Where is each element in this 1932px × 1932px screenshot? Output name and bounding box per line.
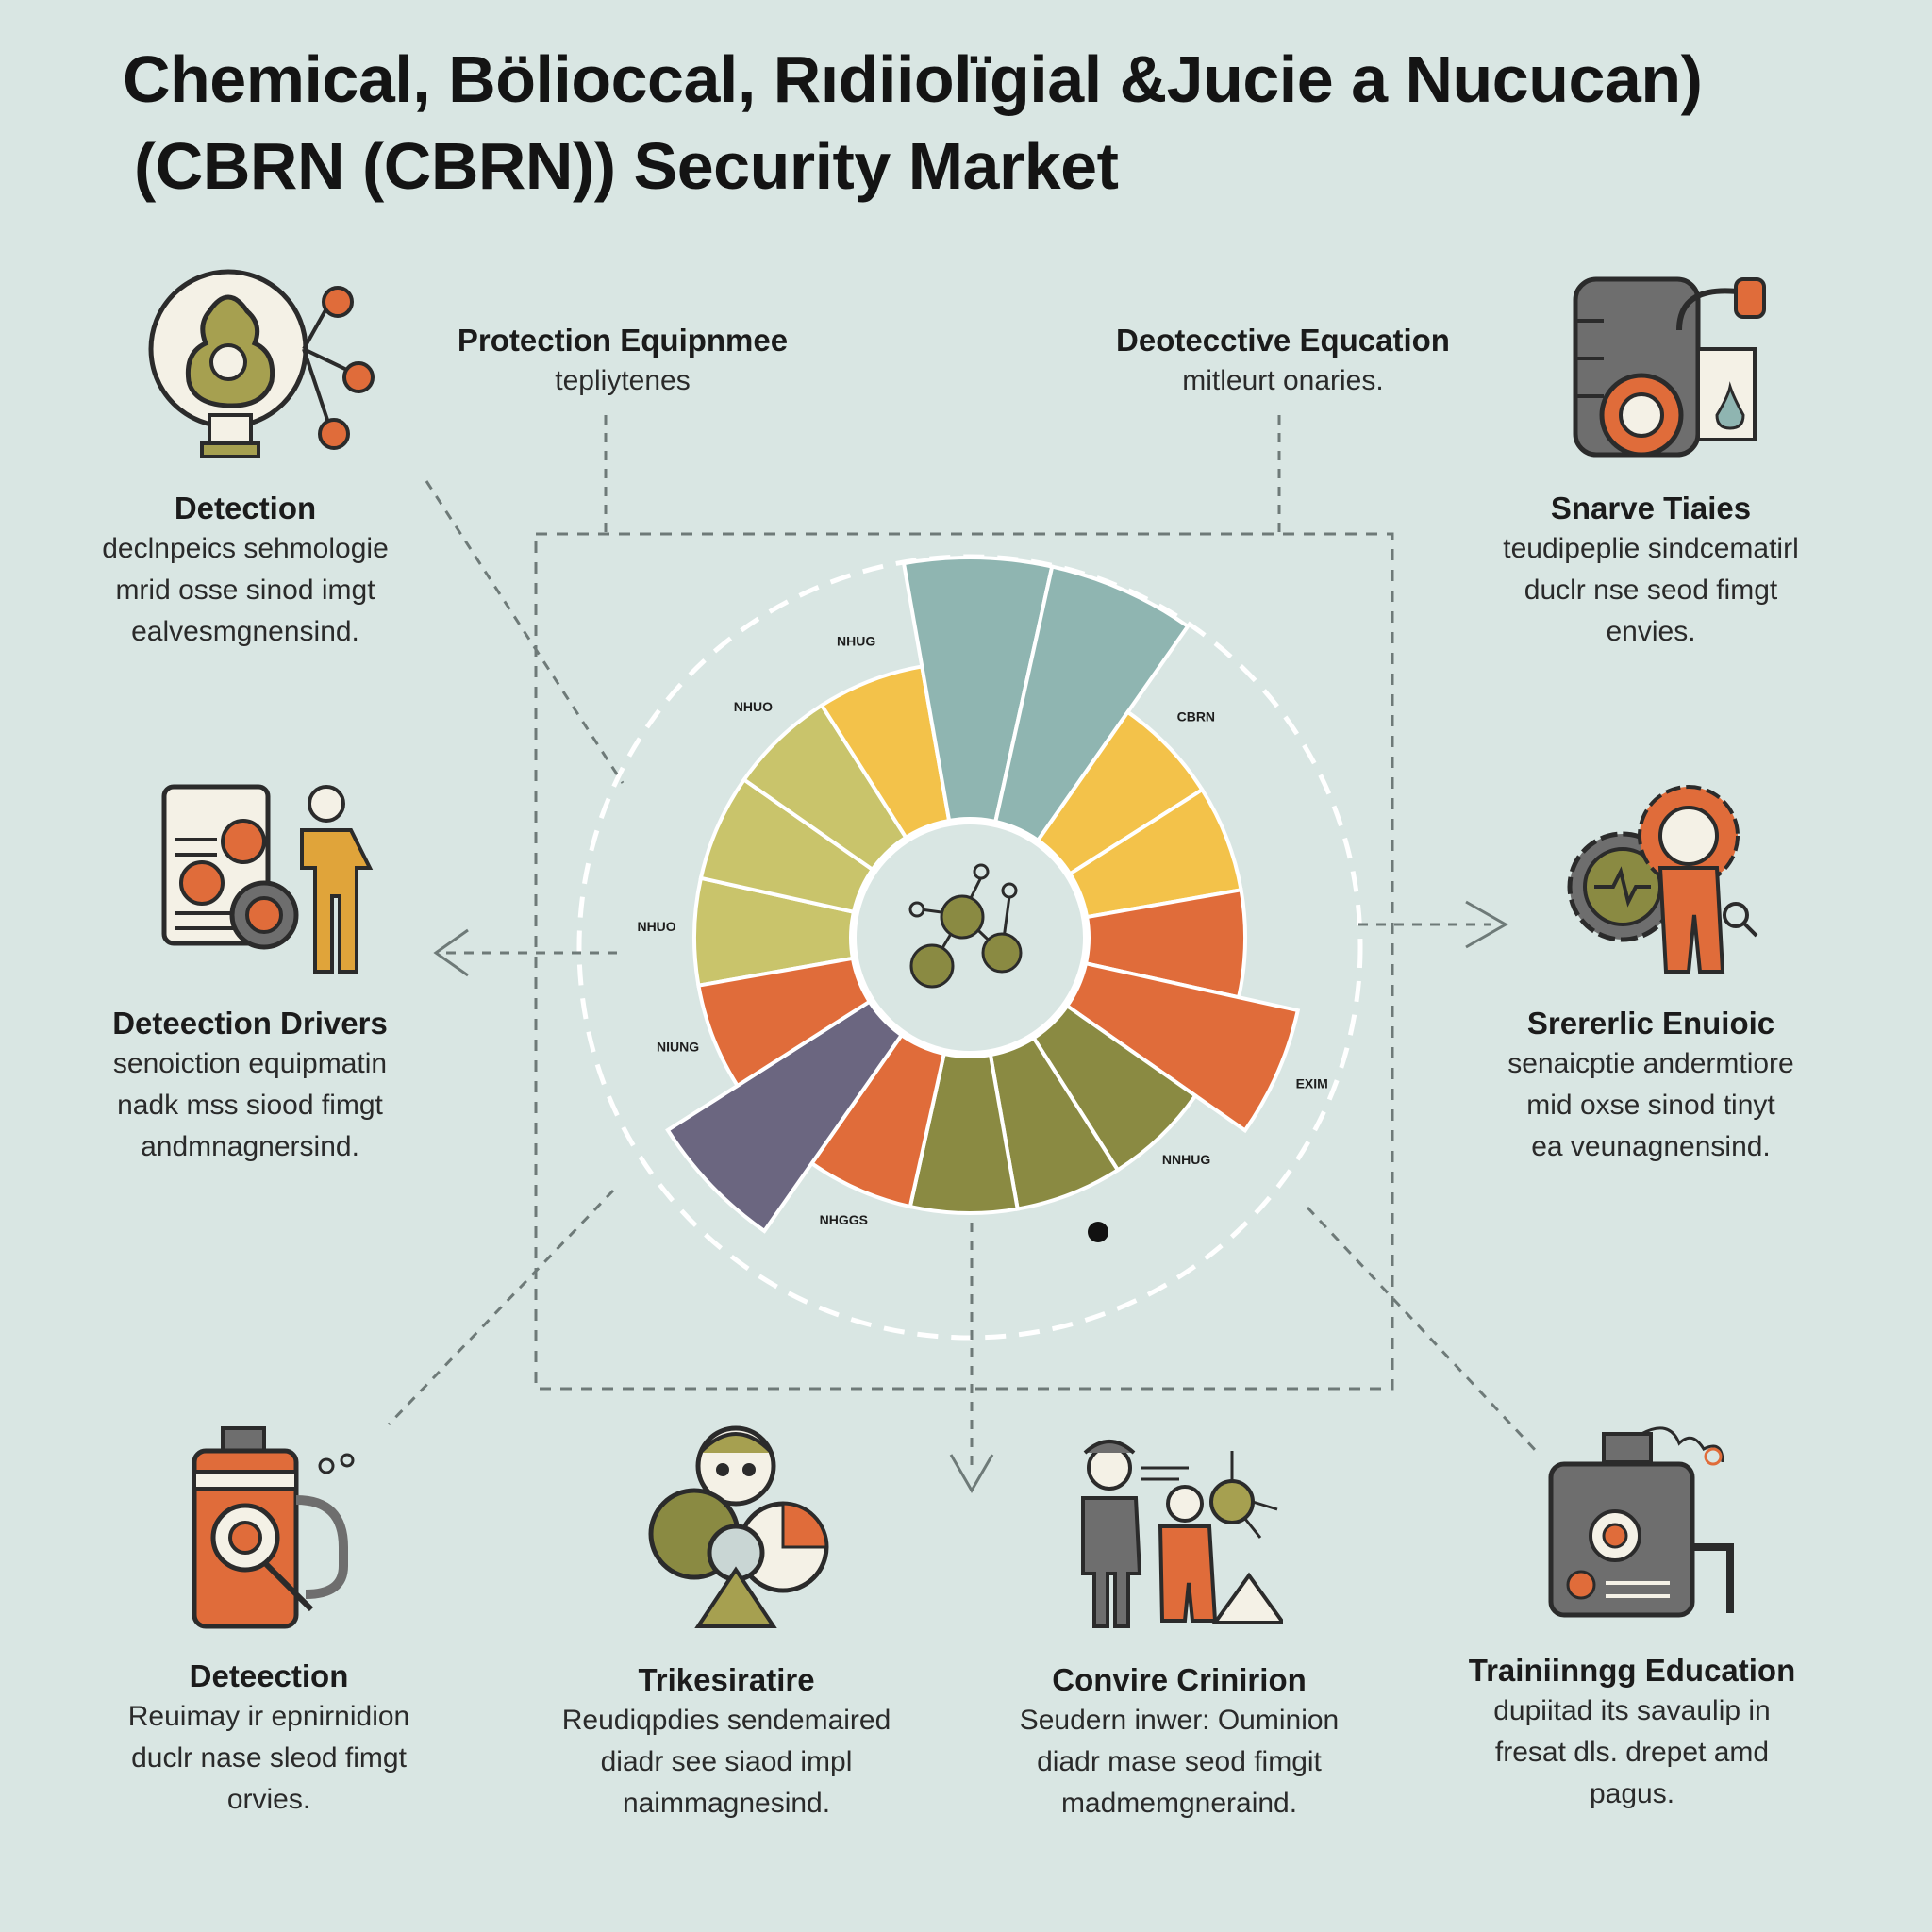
chart-segment-label: NNHUG [1162, 1152, 1210, 1167]
gas-tank-icon [1573, 276, 1766, 458]
chart-segment-label: NHUG [837, 634, 875, 649]
title-line-2: (CBRN (CBRN)) Security Market [134, 129, 1119, 203]
block-detection: Detection declnpeics sehmologie mrid oss… [102, 491, 389, 647]
top-label-education: Deotecctive Equcation mitleurt onaries. [1116, 323, 1450, 396]
chart-segment-label: NHUO [637, 919, 675, 934]
chart-frame [534, 532, 1394, 1391]
chart-segment-label: CBRN [1177, 708, 1215, 724]
machine-icon [1548, 1426, 1734, 1618]
top-label-protection: Protection Equipnmee tepliytenes [457, 323, 789, 396]
block-training-education: Trainiinngg Education dupiitad its savau… [1468, 1653, 1796, 1809]
gear-worker-icon [1567, 785, 1758, 974]
molecule-center-icon [908, 863, 1023, 989]
bulb-molecule-icon [148, 269, 375, 458]
arrowheads [433, 900, 1509, 1493]
connectors [387, 415, 1540, 1472]
block-convire: Convire Crinirion Seudern inwer: Ouminio… [1019, 1662, 1340, 1819]
chart-segment-label: NHUO [734, 699, 773, 714]
block-trikesiratire: Trikesiratire Reudiqpdies sendemaired di… [561, 1662, 891, 1819]
chart-segment-label: NIUNG [657, 1039, 699, 1054]
block-synergetic: Srererlic Enuioic senaicptie andermtiore… [1507, 1006, 1794, 1162]
block-detection-bottom: Deteection Reuimay ir epnirnidion duclr … [127, 1658, 410, 1815]
chart-segment-label: NHGGS [820, 1212, 868, 1227]
team-molecule-icon [1081, 1440, 1283, 1628]
block-detection-drivers: Deteection Drivers senoiction equipmatin… [112, 1006, 388, 1162]
sprayer-icon [192, 1426, 355, 1629]
block-snarve: Snarve Tiaies teudipeplie sindcematirl d… [1503, 491, 1799, 647]
chart-dot-marker [1088, 1222, 1108, 1242]
page-title: Chemical, Bölioccal, Rıdiiolïgial &Jucie… [123, 36, 1840, 209]
hazmat-mask-icon [648, 1425, 829, 1628]
title-line-1: Chemical, Bölioccal, Rıdiiolïgial &Jucie… [123, 42, 1703, 116]
chart-segment-label: EXIM [1296, 1076, 1328, 1091]
scientist-report-icon [161, 784, 374, 974]
